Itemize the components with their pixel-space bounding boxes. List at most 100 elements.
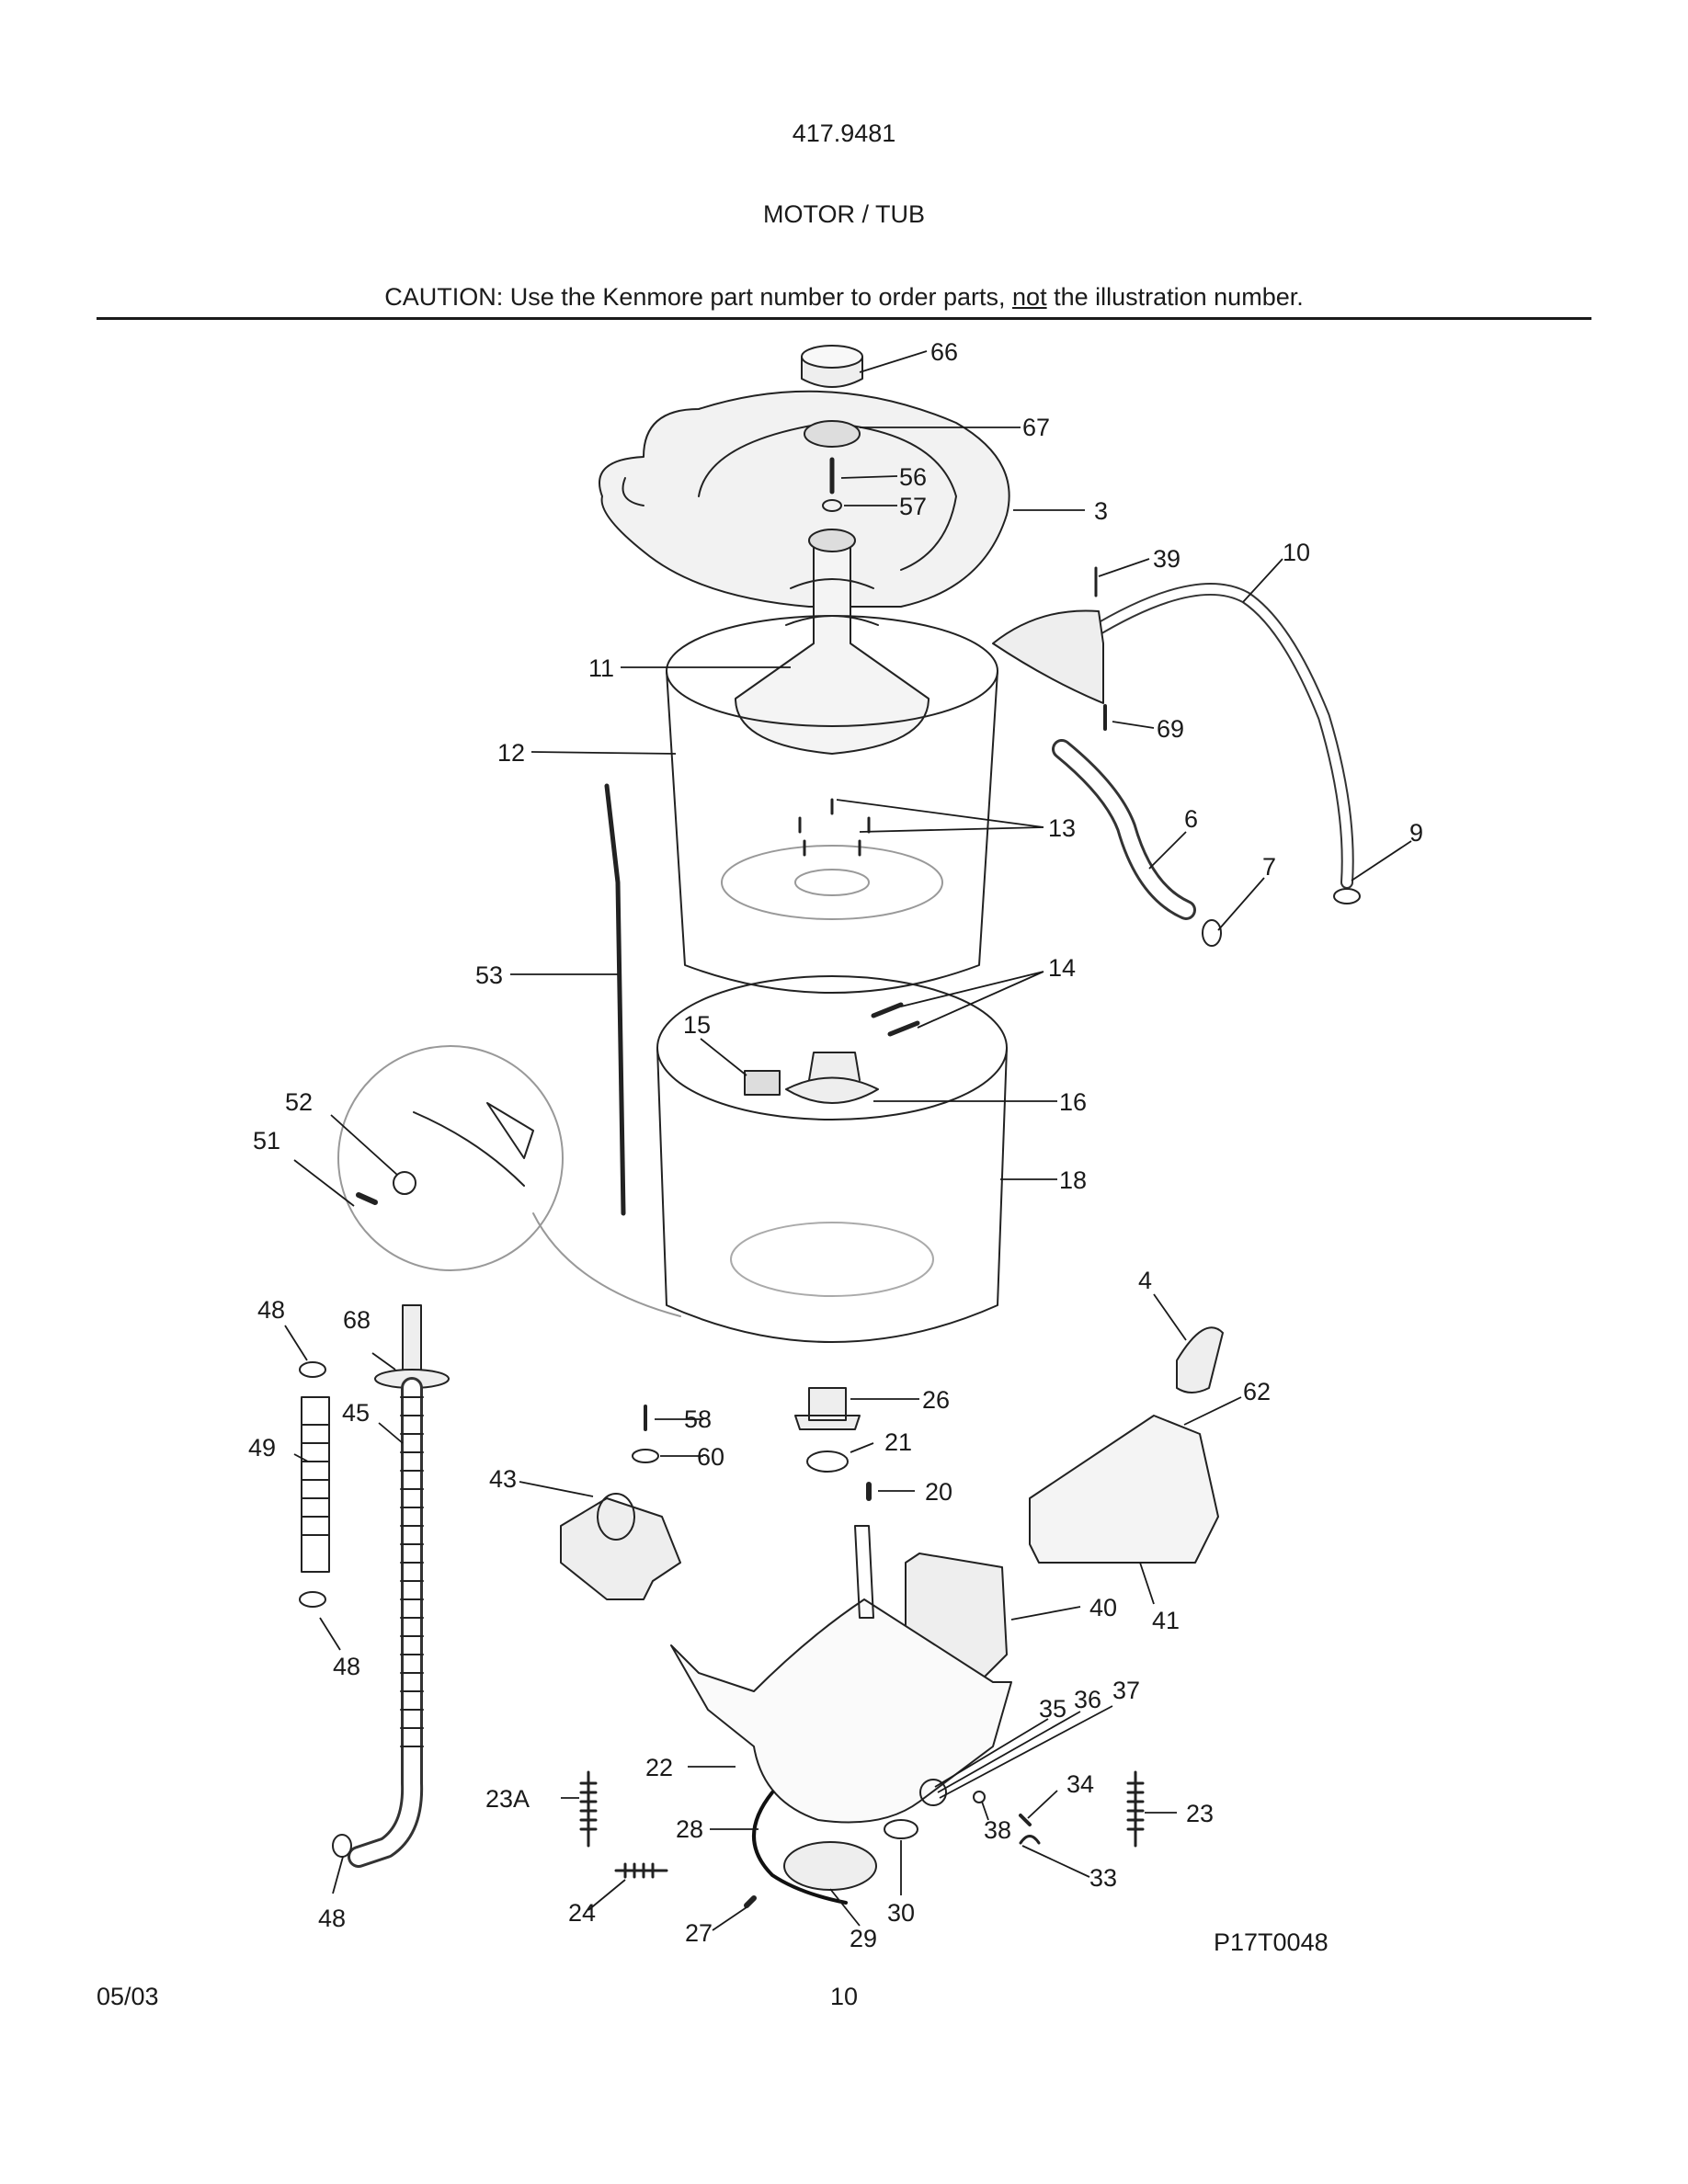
callout-label: 3 xyxy=(1094,497,1108,525)
callout-label: 60 xyxy=(697,1443,724,1471)
callout-label: 29 xyxy=(850,1925,877,1952)
header-rule xyxy=(97,317,1591,320)
section-title: MOTOR / TUB xyxy=(762,200,925,228)
callout-label: 40 xyxy=(1089,1594,1117,1621)
part-35-37 xyxy=(919,1779,947,1806)
callout-label: 11 xyxy=(588,654,614,682)
callout-label: 39 xyxy=(1153,545,1180,573)
callout-label: 43 xyxy=(489,1465,517,1493)
belt-part xyxy=(752,1791,848,1905)
callout-label: 10 xyxy=(1283,539,1310,566)
callout-label: 35 xyxy=(1039,1695,1066,1723)
callout-label: 69 xyxy=(1157,715,1184,743)
pump-part xyxy=(560,1497,681,1600)
spring-23-part xyxy=(1126,1770,1145,1848)
bolts-part xyxy=(871,1002,920,1037)
caution-emphasis: not xyxy=(1012,283,1047,311)
callout-label: 33 xyxy=(1089,1864,1117,1892)
drawing-code: P17T0048 xyxy=(1214,1928,1329,1956)
pulley-part xyxy=(783,1841,877,1891)
callout-label: 48 xyxy=(318,1905,346,1932)
callout-label: 6 xyxy=(1184,805,1198,833)
basket-part xyxy=(666,615,998,994)
callout-label: 12 xyxy=(497,739,525,767)
callout-label: 13 xyxy=(1048,814,1076,842)
callout-label: 18 xyxy=(1059,1166,1087,1194)
part-33 xyxy=(1019,1835,1041,1845)
ring-9-part xyxy=(1333,888,1361,904)
callout-label: 52 xyxy=(285,1088,313,1116)
rod-part xyxy=(604,783,626,1216)
callout-label: 16 xyxy=(1059,1088,1087,1116)
footer-date: 05/03 xyxy=(97,1983,159,2010)
callout-label: 62 xyxy=(1243,1378,1271,1405)
coupling-hose-part xyxy=(301,1396,330,1573)
callout-label: 48 xyxy=(333,1653,360,1680)
callout-label: 48 xyxy=(257,1296,285,1324)
callout-label: 53 xyxy=(475,961,503,989)
page-number: 10 xyxy=(829,1983,859,2010)
callout-label: 66 xyxy=(930,338,958,366)
coupling-26-part xyxy=(794,1387,861,1430)
spring-24-part xyxy=(614,1862,668,1879)
callout-label: 45 xyxy=(342,1399,370,1427)
callout-label: 58 xyxy=(684,1405,712,1433)
basket-screws-part xyxy=(798,798,871,857)
inlet-housing-part xyxy=(992,609,1104,704)
washer-60-part xyxy=(632,1449,659,1463)
clamp-part xyxy=(299,1591,326,1608)
callout-label: 68 xyxy=(343,1306,371,1334)
callout-label: 38 xyxy=(984,1816,1011,1844)
callout-label: 20 xyxy=(925,1478,952,1506)
callout-label: 27 xyxy=(685,1919,713,1947)
washer-21-part xyxy=(806,1450,849,1473)
screw-51-part xyxy=(356,1192,378,1205)
callout-label: 22 xyxy=(645,1754,673,1781)
callout-label: 24 xyxy=(568,1899,596,1927)
callout-label: 15 xyxy=(683,1011,711,1039)
callout-label: 4 xyxy=(1138,1267,1152,1294)
callout-label: 30 xyxy=(887,1899,915,1927)
clamp-part xyxy=(299,1361,326,1378)
caution-prefix: CAUTION: Use the Kenmore part number to … xyxy=(384,283,1013,311)
clamp-part xyxy=(332,1834,352,1858)
callout-label: 14 xyxy=(1048,954,1076,982)
callout-label: 37 xyxy=(1112,1677,1140,1704)
callout-label: 36 xyxy=(1074,1686,1101,1713)
base-part xyxy=(670,1598,1012,1824)
callout-label: 26 xyxy=(922,1386,950,1414)
callout-label: 41 xyxy=(1152,1607,1180,1634)
callout-label: 28 xyxy=(676,1815,703,1843)
part-34 xyxy=(1019,1814,1032,1826)
callout-label: 51 xyxy=(253,1127,280,1155)
shield-part xyxy=(1029,1415,1219,1564)
cap-part xyxy=(804,420,861,448)
spring-23a-part xyxy=(579,1770,598,1848)
callout-label: 57 xyxy=(899,493,927,520)
callout-label: 49 xyxy=(248,1434,276,1462)
washer-52-part xyxy=(393,1171,416,1195)
part-30 xyxy=(884,1819,918,1839)
capacitor-part xyxy=(1176,1326,1224,1393)
bearing-part xyxy=(785,1052,879,1104)
detail-circle xyxy=(337,1045,564,1271)
model-number: 417.9481 xyxy=(792,119,896,147)
callout-label: 21 xyxy=(884,1428,912,1456)
caution-suffix: the illustration number. xyxy=(1046,283,1304,311)
callout-label: 67 xyxy=(1022,414,1050,441)
drain-hose-part xyxy=(348,1304,450,1868)
seal-part xyxy=(744,1070,781,1096)
callout-label: 9 xyxy=(1409,819,1423,847)
caution-note: CAUTION: Use the Kenmore part number to … xyxy=(0,283,1688,312)
callout-label: 56 xyxy=(899,463,927,491)
callout-label: 23 xyxy=(1186,1800,1214,1827)
washer-part xyxy=(822,499,842,512)
knob-part xyxy=(801,345,863,388)
callout-label: 23A xyxy=(485,1785,530,1813)
part-27 xyxy=(744,1895,757,1908)
tub-ring-part xyxy=(599,390,1010,608)
ring-7-part xyxy=(1202,919,1222,947)
callout-label: 34 xyxy=(1066,1770,1094,1798)
outer-tub-part xyxy=(656,975,1008,1343)
